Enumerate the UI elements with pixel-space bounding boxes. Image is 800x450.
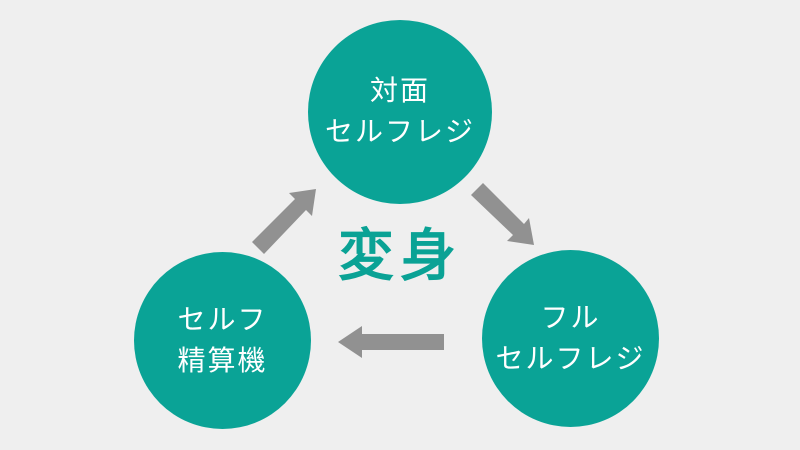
node-full-self-checkout: フル セルフレジ: [482, 250, 659, 427]
node-label-line: フル: [540, 301, 601, 333]
node-label-line: セルフレジ: [324, 116, 475, 147]
node-label-line: セルフ: [177, 303, 268, 335]
node-label-line: 対面: [369, 75, 430, 107]
node-self-payment-machine: セルフ 精算機: [134, 252, 311, 429]
node-face-to-face-self-checkout: 対面 セルフレジ: [308, 20, 492, 204]
center-label: 変身: [338, 224, 462, 287]
arrow-left-icon: [338, 326, 444, 358]
arrow-up-right-icon: [252, 189, 316, 254]
node-label-line: セルフレジ: [495, 342, 646, 374]
arrow-down-right-icon: [471, 183, 534, 245]
node-label-line: 精算機: [177, 344, 268, 376]
